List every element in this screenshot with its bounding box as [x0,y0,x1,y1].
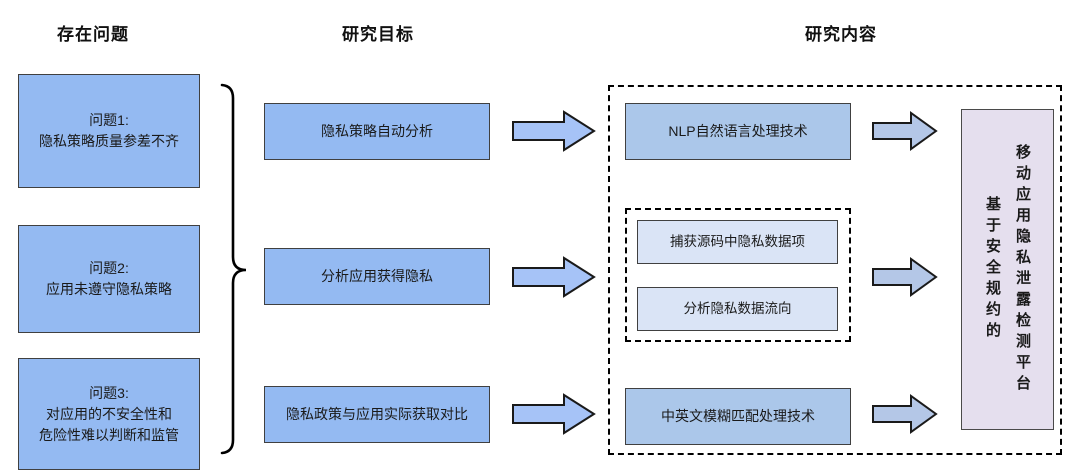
platform-name-vertical-label: 移动应用隐私泄露检测平台 [1014,143,1031,396]
column-header-content: 研究内容 [805,25,877,44]
content-box-nlp-label: NLP自然语言处理技术 [668,123,808,139]
goal-box-3: 隐私政策与应用实际获取对比 [264,386,490,443]
goal-box-2: 分析应用获得隐私 [264,248,490,305]
privacy-analysis-subgroup [625,208,851,342]
problem-box-3-label: 问题3: 对应用的不安全性和 危险性难以判断和监管 [39,384,179,443]
problem-box-1: 问题1: 隐私策略质量参差不齐 [18,74,200,188]
subgroup-box-capture: 捕获源码中隐私数据项 [637,220,838,264]
problem-box-2-label: 问题2: 应用未遵守隐私策略 [46,260,172,297]
goal-box-1-label: 隐私策略自动分析 [321,123,433,139]
column-header-goals: 研究目标 [342,25,414,44]
content-box-nlp: NLP自然语言处理技术 [625,103,851,160]
subgroup-box-flow: 分析隐私数据流向 [637,287,838,331]
block-arrow-right-icon [512,110,596,152]
content-box-fuzzy-match-label: 中英文模糊匹配处理技术 [661,408,815,424]
curly-brace-icon [220,83,247,455]
block-arrow-right-icon [872,111,938,151]
block-arrow-right-icon [512,256,596,298]
goal-box-1: 隐私策略自动分析 [264,103,490,160]
column-header-problems: 存在问题 [57,25,129,44]
problem-box-3: 问题3: 对应用的不安全性和 危险性难以判断和监管 [18,358,200,470]
block-arrow-right-icon [872,257,938,297]
block-arrow-right-icon [872,394,938,434]
goal-box-3-label: 隐私政策与应用实际获取对比 [286,406,468,422]
platform-box: 基于安全规约的 移动应用隐私泄露检测平台 [961,109,1054,430]
block-arrow-right-icon [512,393,596,435]
problem-box-2: 问题2: 应用未遵守隐私策略 [18,225,200,333]
content-box-fuzzy-match: 中英文模糊匹配处理技术 [625,388,851,445]
subgroup-box-capture-label: 捕获源码中隐私数据项 [670,233,805,249]
platform-prefix-vertical-label: 基于安全规约的 [984,196,1001,343]
goal-box-2-label: 分析应用获得隐私 [321,268,433,284]
subgroup-box-flow-label: 分析隐私数据流向 [683,300,792,316]
problem-box-1-label: 问题1: 隐私策略质量参差不齐 [39,112,179,149]
research-content-group [608,85,1062,455]
